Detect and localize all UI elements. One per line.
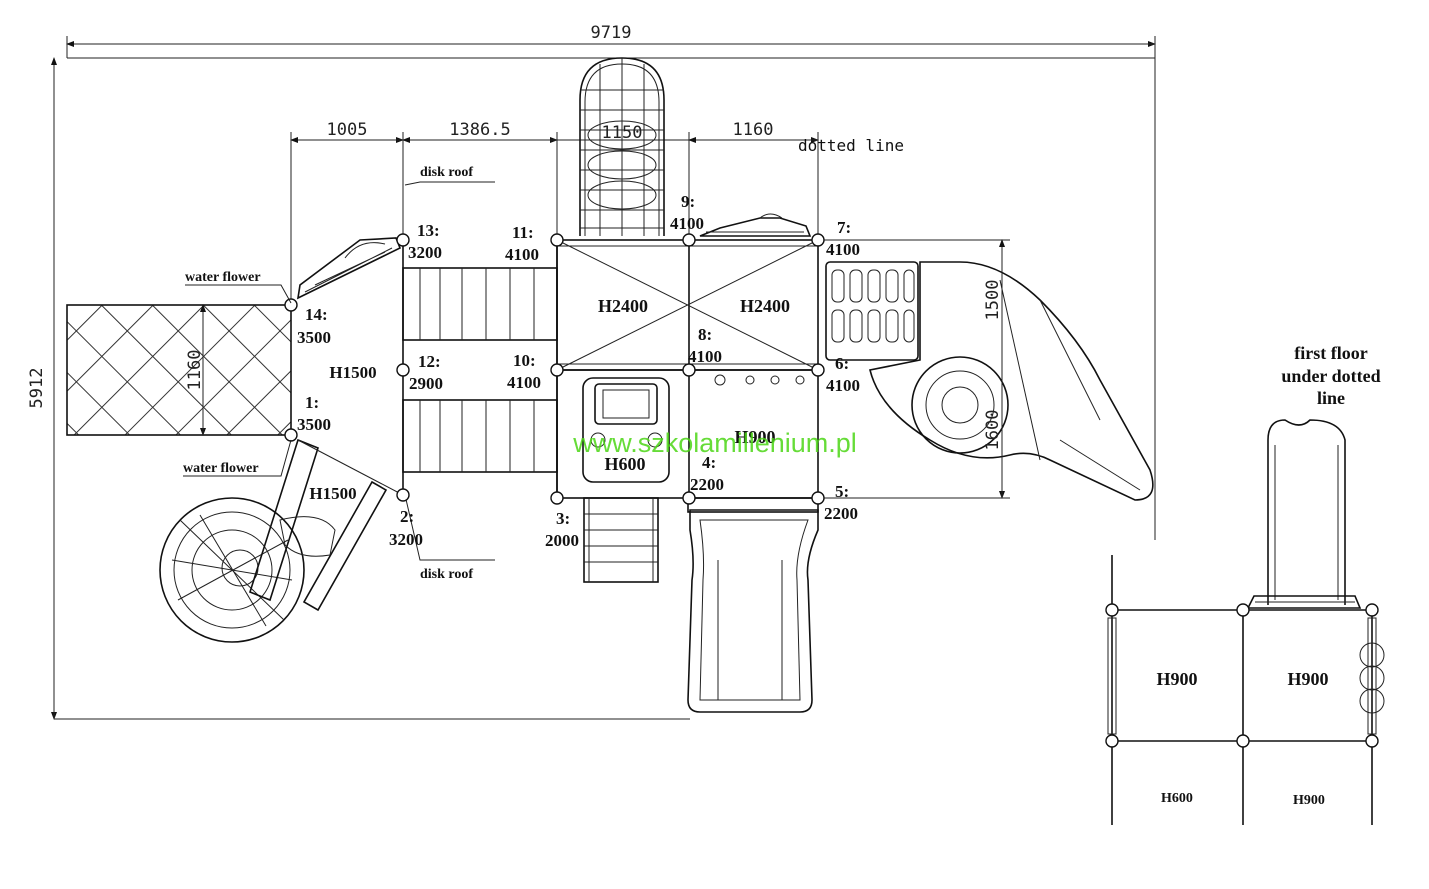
- post-13-height: 3200: [408, 243, 442, 262]
- water-flower-notes: water flower water flower: [183, 270, 292, 477]
- overall-depth-dimension: 5912: [27, 57, 57, 720]
- inset-bottom-right-height: H900: [1293, 793, 1325, 808]
- inset-bottom-left-height: H600: [1161, 791, 1193, 806]
- svg-text:disk roof: disk roof: [420, 567, 473, 582]
- site-boundary: [67, 57, 1156, 540]
- left-bridge: H1500: [329, 242, 558, 498]
- first-floor-inset: first floor under dotted line H900 H900 …: [1105, 343, 1385, 825]
- first-floor-note-line-2: under dotted: [1281, 366, 1380, 386]
- overall-width-label: 9719: [591, 23, 632, 43]
- disk-roof-right: [699, 213, 812, 237]
- post-2-height: 3200: [389, 530, 423, 549]
- post-10-num: 10:: [513, 351, 536, 370]
- front-steps: [583, 497, 659, 583]
- dotted-line-note: dotted line: [798, 136, 904, 155]
- posts: [284, 233, 825, 505]
- post-11-num: 11:: [512, 223, 534, 242]
- svg-text:1160: 1160: [185, 350, 205, 391]
- panel-height: H600: [604, 454, 645, 474]
- post-labels: 1: 3500 2: 3200 3: 2000 4: 2200 5: 2200 …: [297, 192, 860, 550]
- post-13-num: 13:: [417, 221, 440, 240]
- inset-top-right-height: H900: [1287, 669, 1328, 689]
- post-8-height: 4100: [688, 347, 722, 366]
- right-climber: 1500 1600: [818, 239, 1154, 501]
- stair-height: H1500: [309, 484, 356, 503]
- post-11-height: 4100: [505, 245, 539, 264]
- svg-text:water flower: water flower: [183, 461, 259, 476]
- post-6-num: 6:: [835, 354, 849, 373]
- post-14-num: 14:: [305, 305, 328, 324]
- post-6-height: 4100: [826, 376, 860, 395]
- svg-text:1386.5: 1386.5: [449, 120, 510, 140]
- post-7-height: 4100: [826, 240, 860, 259]
- post-12-num: 12:: [418, 352, 441, 371]
- post-4-height: 2200: [690, 475, 724, 494]
- inset-top-left-height: H900: [1156, 669, 1197, 689]
- bridge-height: H1500: [329, 363, 376, 382]
- svg-text:1160: 1160: [733, 120, 774, 140]
- post-9-num: 9:: [681, 192, 695, 211]
- segment-dimensions: 1005 1386.5 1160 1150: [290, 120, 819, 300]
- watermark: www.szkolamillenium.pl: [572, 428, 857, 458]
- first-floor-note-line-1: first floor: [1294, 343, 1367, 363]
- post-10-height: 4100: [507, 373, 541, 392]
- svg-text:1005: 1005: [327, 120, 368, 140]
- post-4-num: 4:: [702, 453, 716, 472]
- crawl-tube: [579, 57, 665, 236]
- post-5-num: 5:: [835, 482, 849, 501]
- post-5-height: 2200: [824, 504, 858, 523]
- disk-roof-top: disk roof: [296, 165, 495, 300]
- post-1-num: 1:: [305, 393, 319, 412]
- post-12-height: 2900: [409, 374, 443, 393]
- post-9-height: 4100: [670, 214, 704, 233]
- post-14-height: 3500: [297, 328, 331, 347]
- svg-text:1600: 1600: [983, 410, 1003, 451]
- post-2-num: 2:: [400, 507, 414, 526]
- post-7-num: 7:: [837, 218, 851, 237]
- post-8-num: 8:: [698, 325, 712, 344]
- svg-text:1500: 1500: [983, 280, 1003, 321]
- straight-slide: [687, 497, 819, 713]
- platform-left-height: H2400: [598, 296, 648, 316]
- first-floor-note-line-3: line: [1317, 388, 1345, 408]
- post-3-height: 2000: [545, 531, 579, 550]
- svg-text:disk roof: disk roof: [420, 165, 473, 180]
- deck-height: H900: [734, 427, 775, 447]
- spiral-slide: H1500 disk roof: [159, 438, 495, 643]
- overall-depth-label: 5912: [27, 368, 47, 409]
- svg-text:water flower: water flower: [185, 270, 261, 285]
- post-1-height: 3500: [297, 415, 331, 434]
- left-net-panel: 1160: [66, 304, 292, 436]
- overall-width-dimension: 9719: [66, 23, 1156, 58]
- platform-right-height: H2400: [740, 296, 790, 316]
- post-3-num: 3:: [556, 509, 570, 528]
